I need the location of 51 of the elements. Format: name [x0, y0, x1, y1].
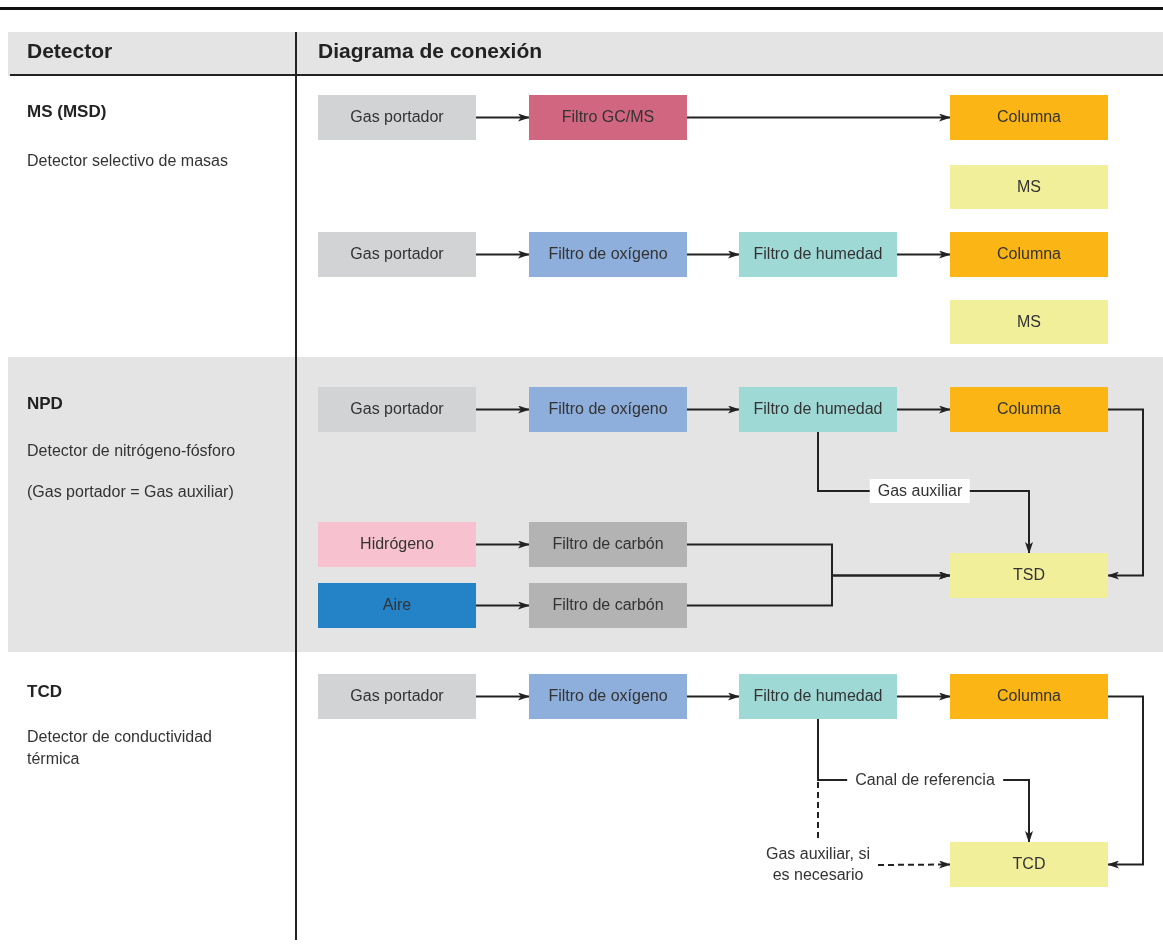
process-box: TCD — [950, 842, 1108, 887]
process-box: MS — [950, 300, 1108, 344]
arrow — [896, 405, 951, 414]
arrow — [686, 250, 740, 259]
arrow — [475, 692, 530, 701]
description-text: Detector de nitrógeno-fósforo — [27, 441, 237, 461]
process-box: Filtro de carbón — [529, 583, 687, 628]
process-box: Filtro de oxígeno — [529, 232, 687, 277]
process-box: Filtro GC/MS — [529, 95, 687, 140]
process-box: Gas portador — [318, 674, 476, 719]
process-box: Hidrógeno — [318, 522, 476, 567]
arrow — [686, 113, 951, 122]
process-box: Aire — [318, 583, 476, 628]
process-box: Gas portador — [318, 232, 476, 277]
arrow — [686, 692, 740, 701]
section-title: TCD — [27, 681, 63, 703]
process-box: Filtro de oxígeno — [529, 387, 687, 432]
process-box: Filtro de carbón — [529, 522, 687, 567]
arrow — [475, 250, 530, 259]
dashed-arrow — [877, 860, 951, 869]
arrow — [1107, 695, 1144, 869]
column-header: Diagrama de conexión — [318, 38, 544, 64]
arrow — [475, 405, 530, 414]
process-box: Filtro de humedad — [739, 232, 897, 277]
column-header: Detector — [27, 38, 114, 64]
flow-source-text: Gas auxiliar, si es necesario — [758, 838, 878, 892]
edge-label: Gas auxiliar — [869, 479, 971, 503]
process-box: Gas portador — [318, 387, 476, 432]
section-title: MS (MSD) — [27, 101, 108, 123]
process-box: Columna — [950, 674, 1108, 719]
process-box: Gas portador — [318, 95, 476, 140]
arrow — [475, 540, 530, 549]
process-box: Filtro de humedad — [739, 387, 897, 432]
description-text: Detector selectivo de masas — [27, 151, 229, 171]
arrow — [475, 601, 530, 610]
section-title: NPD — [27, 393, 64, 415]
process-box: Filtro de humedad — [739, 674, 897, 719]
process-box: Columna — [950, 95, 1108, 140]
description-text: (Gas portador = Gas auxiliar) — [27, 482, 235, 502]
process-box: Filtro de oxígeno — [529, 674, 687, 719]
process-box: MS — [950, 165, 1108, 209]
arrow — [896, 250, 951, 259]
arrow — [686, 405, 740, 414]
process-box: TSD — [950, 553, 1108, 598]
process-box: Columna — [950, 232, 1108, 277]
arrow — [896, 692, 951, 701]
arrow — [1107, 408, 1144, 580]
arrow — [686, 571, 951, 607]
description-text: Detector de conductividad térmica — [27, 727, 213, 769]
process-box: Columna — [950, 387, 1108, 432]
arrow — [475, 113, 530, 122]
